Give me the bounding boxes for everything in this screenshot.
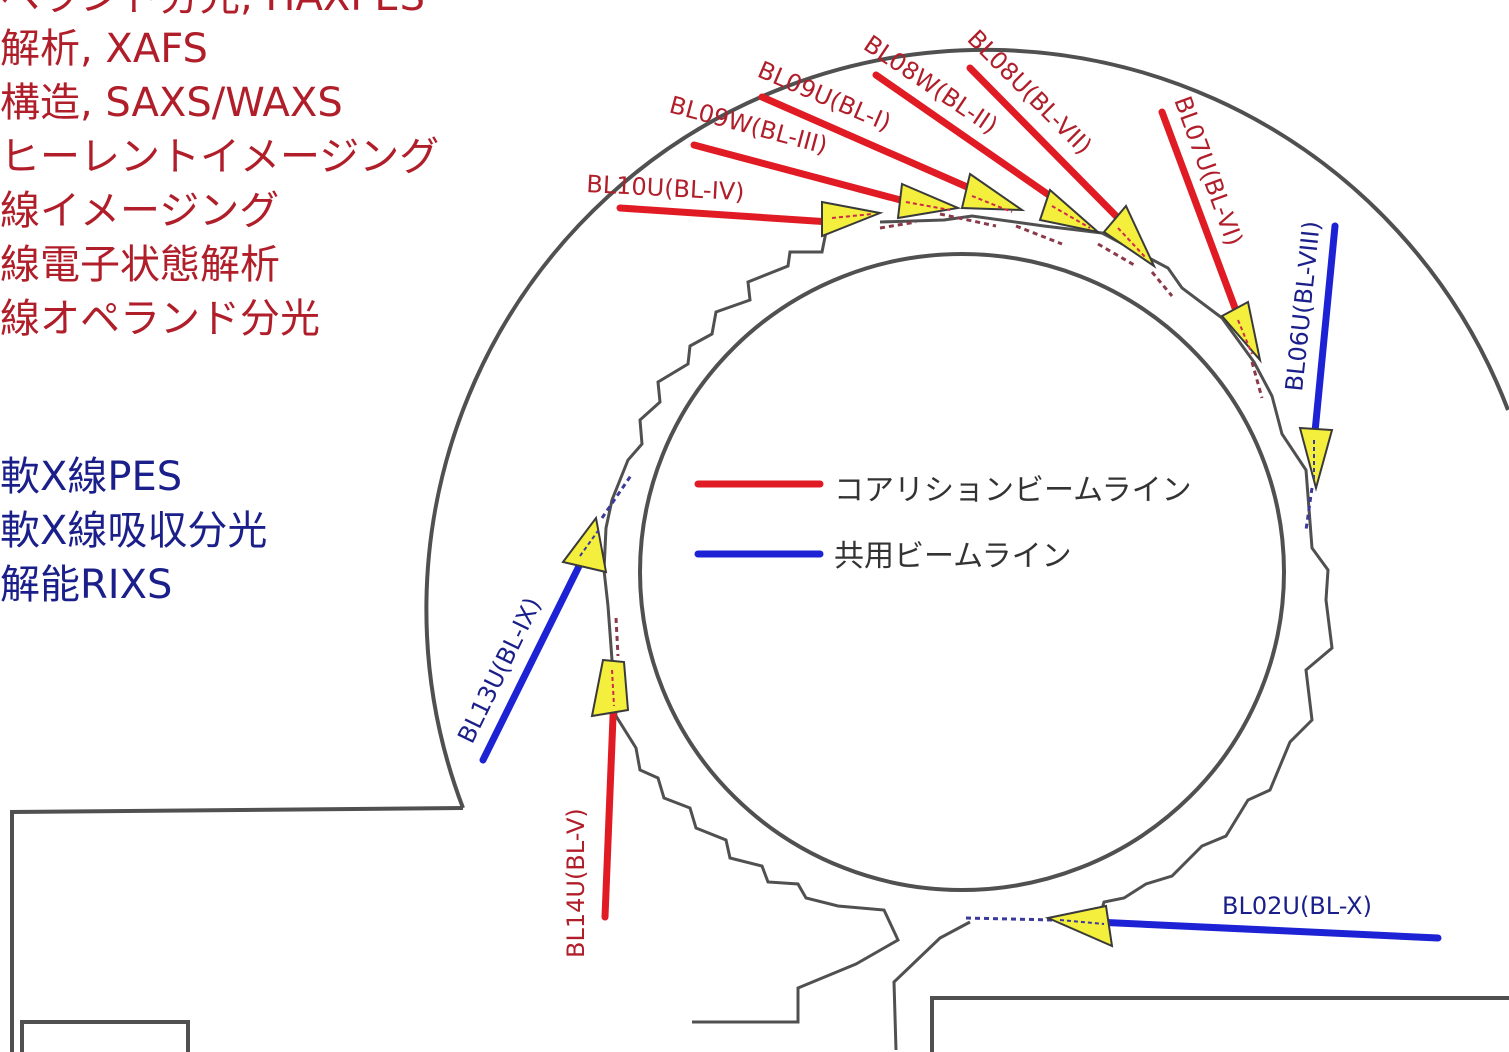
shared-beamlines <box>479 222 1442 942</box>
legend: コアリションビームライン 共用ビームライン <box>694 473 1192 574</box>
beamline-bl09w <box>690 141 912 206</box>
source-triangle <box>561 515 608 574</box>
source-triangle <box>590 658 630 718</box>
technique-label: 線オペランド分光 <box>0 296 320 342</box>
beamline-bl13u <box>479 548 590 764</box>
legend-label-shared: 共用ビームライン <box>834 539 1072 574</box>
dotted-extension <box>600 473 634 519</box>
beamline-bl06u <box>1310 222 1339 446</box>
light-sources <box>561 172 1334 948</box>
annex-wall-right <box>930 996 1509 1052</box>
technique-label: 軟X線吸収分光 <box>0 508 268 554</box>
dotted-extension <box>1097 242 1137 268</box>
dotted-extension <box>879 220 917 230</box>
technique-label: 線イメージング <box>0 188 280 234</box>
source-dash <box>579 527 601 557</box>
source-triangle <box>1102 204 1157 269</box>
source-triangle <box>1220 300 1262 364</box>
beamline-bl08u <box>966 64 1126 226</box>
dotted-extension <box>965 916 1055 922</box>
shield-wall-bottom <box>892 920 971 1051</box>
building-walls <box>10 47 1509 1052</box>
source-dash <box>905 201 951 211</box>
dotted-extension <box>939 212 997 228</box>
beamline-bl07u <box>1158 108 1242 320</box>
beamline-bl08w <box>872 71 1060 204</box>
annex-wall-left <box>10 806 464 1052</box>
annex-wall-inner <box>20 1020 190 1052</box>
source-triangle <box>960 172 1026 212</box>
beam-extensions <box>600 212 1314 922</box>
storage-ring-inner <box>638 252 1286 892</box>
source-triangle <box>1298 426 1334 492</box>
technique-label: ヒーレントイメージング <box>0 134 440 180</box>
dotted-extension <box>1250 361 1264 399</box>
outer-hall-wall <box>424 47 1509 809</box>
beamline-bl02u <box>1092 918 1442 942</box>
source-triangle <box>1038 188 1102 234</box>
source-dash <box>971 195 1013 213</box>
source-dash <box>1059 919 1105 925</box>
technique-label: 構造, SAXS/WAXS <box>0 80 343 126</box>
source-triangle <box>1044 904 1114 948</box>
dotted-extension <box>1150 271 1174 297</box>
technique-label: ペランド分光, HAXPES <box>0 0 425 20</box>
beamline-label-bl02u: BL02U(BL-X) <box>1222 892 1372 920</box>
beamline-bl14u <box>601 688 618 921</box>
beamline-label-bl14u: BL14U(BL-V) <box>562 808 590 958</box>
technique-label: 解能RIXS <box>0 562 173 608</box>
source-dash <box>1237 319 1253 355</box>
technique-label: 解析, XAFS <box>0 26 208 72</box>
source-dashes <box>579 195 1315 925</box>
source-triangle <box>896 182 962 220</box>
source-dash <box>1051 205 1091 229</box>
coalition-beamlines <box>601 64 1242 921</box>
shield-wall-left <box>602 231 900 1024</box>
legend-label-coalition: コアリションビームライン <box>834 473 1192 508</box>
technique-label: 軟X線PES <box>0 454 183 500</box>
technique-label: 線電子状態解析 <box>0 242 280 288</box>
source-dash <box>611 669 615 707</box>
beamline-label-bl08u: BL08U(BL-VII) <box>962 24 1098 160</box>
beamline-bl10u <box>616 204 834 226</box>
source-triangle <box>821 200 884 238</box>
beamline-label-bl10u: BL10U(BL-IV) <box>586 170 745 206</box>
dotted-extension <box>614 617 620 657</box>
dotted-extension <box>1304 487 1314 531</box>
beamline-bl09u <box>758 93 978 194</box>
